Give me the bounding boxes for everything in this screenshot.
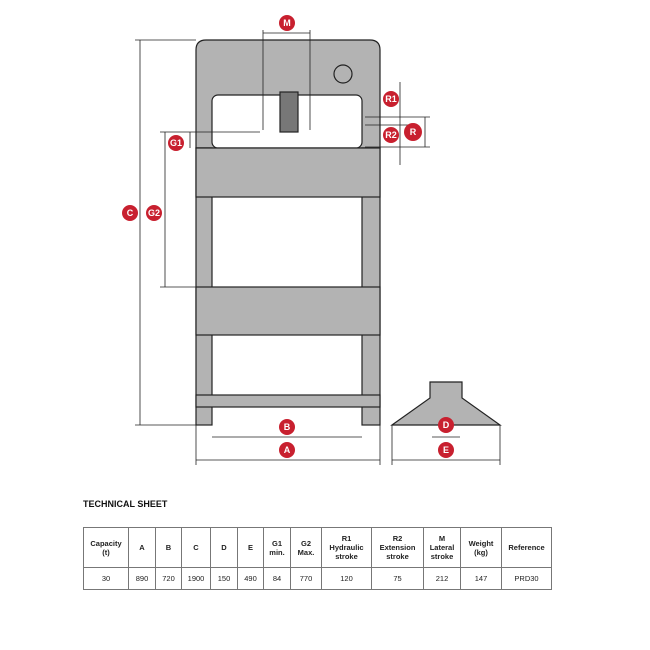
- table-cell: 147: [460, 567, 502, 590]
- column-header: D: [210, 527, 238, 568]
- header-text: B: [165, 543, 172, 552]
- table-cell: 212: [423, 567, 461, 590]
- svg-text:A: A: [284, 445, 291, 455]
- badge-c: C: [122, 205, 138, 221]
- header-text: stroke: [335, 552, 358, 561]
- column-header: E: [237, 527, 264, 568]
- lower-bed: [195, 286, 381, 336]
- dimension-badges: M R1 R R2 G1 G2 C B A D E: [122, 15, 454, 458]
- svg-text:C: C: [127, 208, 134, 218]
- dimension-lines: [135, 30, 501, 465]
- column-header: Capacity(t): [83, 527, 129, 568]
- column-header: Weight(kg): [460, 527, 502, 568]
- column-header: Reference: [501, 527, 552, 568]
- header-text: stroke: [386, 552, 409, 561]
- svg-text:G2: G2: [148, 208, 160, 218]
- table-cell: 120: [321, 567, 372, 590]
- table-cell: 720: [155, 567, 182, 590]
- table-cell: 75: [371, 567, 424, 590]
- header-text: E: [247, 543, 253, 552]
- base-crossbar: [195, 394, 381, 408]
- svg-text:G1: G1: [170, 138, 182, 148]
- column-header: B: [155, 527, 182, 568]
- svg-text:R: R: [410, 127, 417, 137]
- badge-r: R: [404, 123, 422, 141]
- table-cell: 1900: [181, 567, 211, 590]
- table-cell: 490: [237, 567, 264, 590]
- table-cell: PRD30: [501, 567, 552, 590]
- header-text: Capacity: [90, 538, 122, 548]
- badge-a: A: [279, 442, 295, 458]
- header-text: G2: [300, 538, 311, 548]
- header-text: stroke: [430, 552, 454, 561]
- svg-text:B: B: [284, 422, 291, 432]
- badge-g2: G2: [146, 205, 162, 221]
- gauge: [333, 64, 353, 84]
- header-text: C: [193, 543, 199, 552]
- header-text: (t): [102, 547, 110, 557]
- press-diagram: M R1 R R2 G1 G2 C B A D E: [122, 15, 502, 465]
- badge-d: D: [438, 417, 454, 433]
- header-text: D: [221, 543, 227, 552]
- badge-m: M: [279, 15, 295, 31]
- svg-text:R2: R2: [385, 130, 397, 140]
- svg-text:M: M: [283, 18, 291, 28]
- table-cell: 890: [128, 567, 156, 590]
- header-text: Weight: [468, 538, 494, 548]
- table-cell: 84: [263, 567, 291, 590]
- upper-bed: [195, 147, 381, 198]
- header-text: G1: [271, 538, 282, 548]
- badge-e: E: [438, 442, 454, 458]
- header-text: Reference: [508, 543, 545, 552]
- header-text: M: [438, 534, 446, 543]
- svg-text:E: E: [443, 445, 449, 455]
- header-text: Max.: [297, 547, 315, 557]
- table-cell: 770: [290, 567, 322, 590]
- header-text: Lateral: [429, 543, 455, 552]
- column-header: A: [128, 527, 156, 568]
- header-text: (kg): [474, 547, 488, 557]
- badge-g1: G1: [168, 135, 184, 151]
- table-cell: 30: [83, 567, 129, 590]
- svg-text:R1: R1: [385, 94, 397, 104]
- cylinder: [279, 91, 299, 133]
- badge-r1: R1: [383, 91, 399, 107]
- press-frame: [195, 39, 502, 426]
- header-text: R1: [341, 534, 352, 543]
- svg-text:D: D: [443, 420, 450, 430]
- header-text: Extension: [379, 543, 416, 552]
- column-header: C: [181, 527, 211, 568]
- badge-r2: R2: [383, 127, 399, 143]
- header-text: A: [139, 543, 145, 552]
- badge-b: B: [279, 419, 295, 435]
- header-text: Hydraulic: [329, 543, 364, 552]
- table-cell: 150: [210, 567, 238, 590]
- header-text: R2: [392, 534, 403, 543]
- technical-sheet-title: TECHNICAL SHEET: [83, 499, 168, 509]
- header-text: min.: [269, 547, 285, 557]
